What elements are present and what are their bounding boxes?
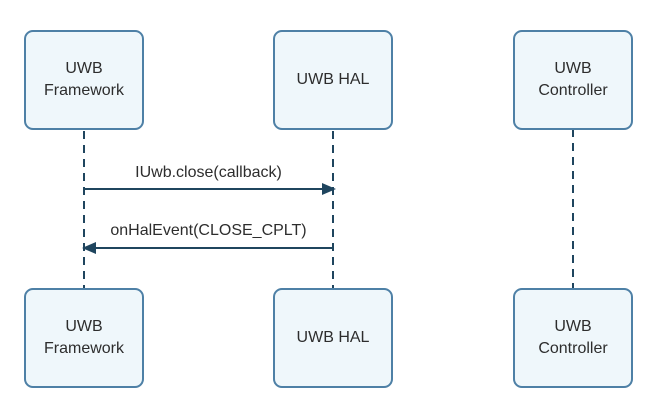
actor-label-uwb-hal: UWB HAL xyxy=(296,70,370,88)
actor-label-uwb-hal: UWB HAL xyxy=(296,328,370,346)
message-arrowhead-left-icon xyxy=(82,242,96,254)
message-label-onhalevent: onHalEvent(CLOSE_CPLT) xyxy=(110,222,307,239)
actor-box-uwb-controller-bottom: UWB Controller xyxy=(513,288,633,388)
actor-label-uwb-framework: UWB Framework xyxy=(43,59,124,99)
actor-label-uwb-controller: UWB Controller xyxy=(538,317,608,357)
actor-box-uwb-framework-top: UWB Framework xyxy=(24,30,144,130)
actor-box-uwb-controller-top: UWB Controller xyxy=(513,30,633,130)
message-arrowhead-right-icon xyxy=(322,183,336,195)
message-label-iuwb-close: IUwb.close(callback) xyxy=(135,164,282,181)
actor-label-uwb-framework: UWB Framework xyxy=(43,317,124,357)
actor-box-uwb-hal-bottom: UWB HAL xyxy=(273,288,393,388)
actor-label-uwb-controller: UWB Controller xyxy=(538,59,608,99)
actor-box-uwb-hal-top: UWB HAL xyxy=(273,30,393,130)
actor-box-uwb-framework-bottom: UWB Framework xyxy=(24,288,144,388)
